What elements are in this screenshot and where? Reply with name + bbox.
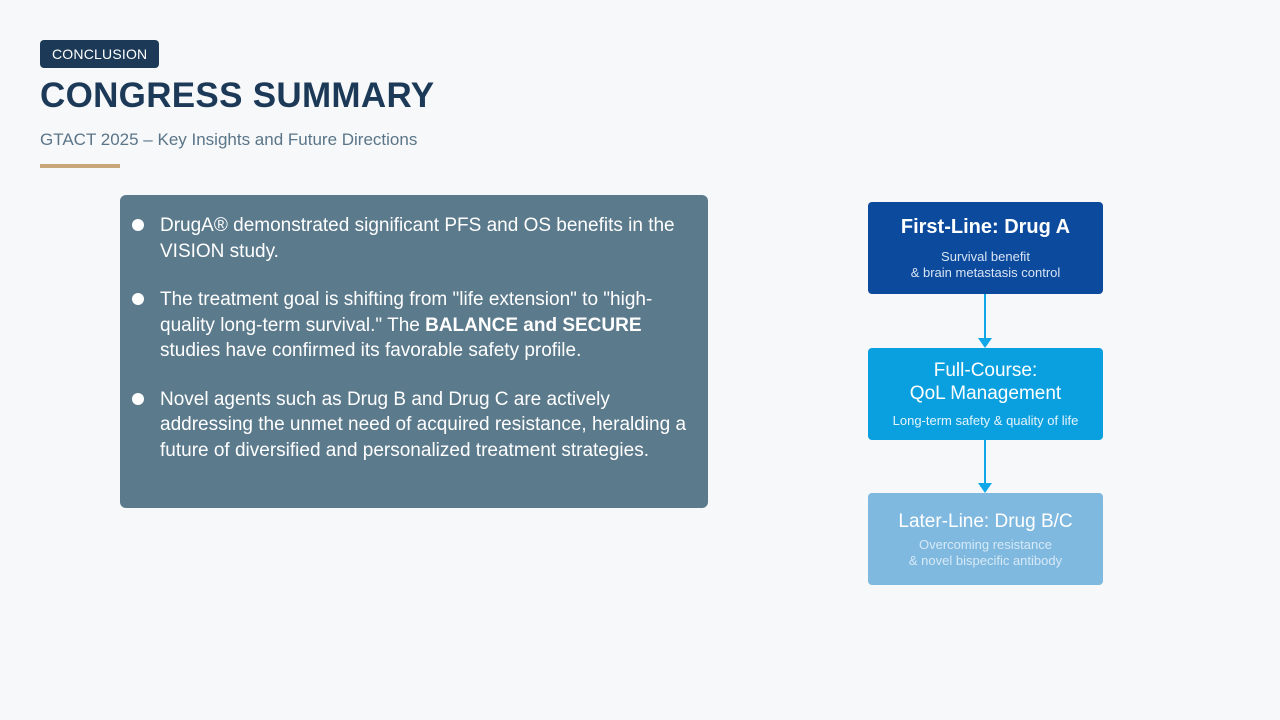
flow-connector bbox=[984, 294, 986, 338]
bullet-text: DrugA® demonstrated significant PFS and … bbox=[160, 215, 675, 262]
accent-divider bbox=[40, 164, 120, 168]
flow-step-title: Later-Line: Drug B/C bbox=[898, 510, 1073, 532]
treatment-flow-diagram: First-Line: Drug A Survival benefit & br… bbox=[868, 202, 1103, 585]
flow-connector bbox=[984, 440, 986, 483]
bullet-dot-icon bbox=[132, 219, 144, 231]
section-badge: CONCLUSION bbox=[40, 40, 160, 68]
summary-bullet: Novel agents such as Drug B and Drug C a… bbox=[132, 387, 698, 464]
bullet-dot-icon bbox=[132, 293, 144, 305]
page-title: CONGRESS SUMMARY bbox=[40, 76, 435, 115]
flow-step-description: Survival benefit & brain metastasis cont… bbox=[910, 248, 1061, 280]
summary-bullet-list: DrugA® demonstrated significant PFS and … bbox=[132, 213, 698, 463]
arrow-down-icon bbox=[978, 483, 992, 493]
bullet-text: The treatment goal is shifting from "lif… bbox=[160, 289, 653, 336]
flow-step-first-line: First-Line: Drug A Survival benefit & br… bbox=[868, 202, 1103, 294]
bullet-text: Novel agents such as Drug B and Drug C a… bbox=[160, 388, 687, 461]
page-subtitle: GTACT 2025 – Key Insights and Future Dir… bbox=[40, 130, 418, 149]
flow-step-full-course: Full-Course: QoL Management Long-term sa… bbox=[868, 348, 1103, 440]
summary-bullet: The treatment goal is shifting from "lif… bbox=[132, 287, 698, 364]
summary-bullet: DrugA® demonstrated significant PFS and … bbox=[132, 213, 698, 264]
flow-step-title: Full-Course: QoL Management bbox=[909, 360, 1062, 404]
bullet-emphasis: BALANCE and SECURE bbox=[425, 314, 642, 336]
flow-step-description: Long-term safety & quality of life bbox=[892, 413, 1079, 428]
summary-card: DrugA® demonstrated significant PFS and … bbox=[120, 195, 708, 508]
bullet-dot-icon bbox=[132, 392, 144, 405]
flow-step-later-line: Later-Line: Drug B/C Overcoming resistan… bbox=[868, 493, 1103, 585]
arrow-down-icon bbox=[978, 338, 992, 348]
flow-step-description: Overcoming resistance & novel bispecific… bbox=[908, 536, 1063, 568]
flow-step-title: First-Line: Drug A bbox=[900, 215, 1071, 238]
bullet-text-tail: studies have confirmed its favorable saf… bbox=[160, 340, 582, 361]
